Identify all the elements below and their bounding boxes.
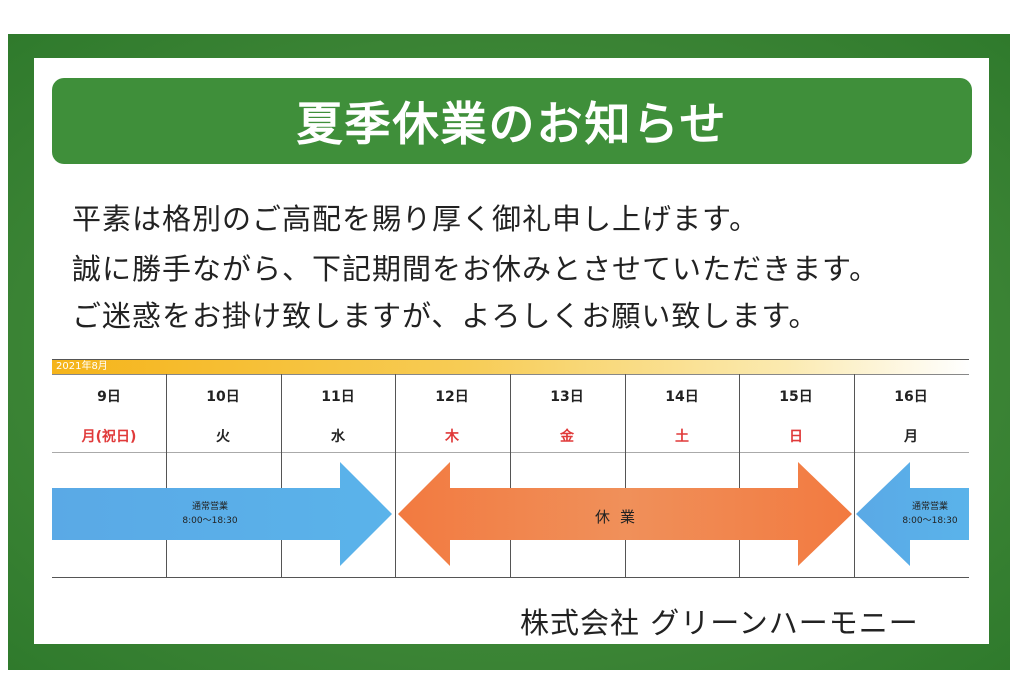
day-weekday: 木 (445, 429, 459, 445)
month-header-bar (52, 360, 969, 374)
calendar-top-border (52, 359, 969, 360)
day-date: 9日 (97, 389, 121, 405)
month-label: 2021年8月 (56, 361, 108, 372)
page-title: 夏季休業のお知らせ (296, 97, 728, 151)
open-arrow-right (856, 462, 969, 566)
day-weekday: 水 (331, 429, 345, 445)
open-label-text: 通常営業 (911, 502, 948, 512)
day-date: 11日 (321, 389, 355, 405)
day-weekday: 土 (675, 429, 689, 445)
column-divider (854, 374, 855, 577)
day-date: 14日 (665, 389, 699, 405)
day-date: 15日 (779, 389, 813, 405)
calendar-bottom-border (52, 577, 969, 578)
day-weekday: 金 (560, 429, 574, 445)
message-line-3: ご迷惑をお掛け致しますが、よろしくお願い致します。 (72, 299, 819, 333)
column-divider (739, 374, 740, 577)
column-divider (395, 374, 396, 577)
open-hours-text: 8:00～18:30 (902, 516, 958, 526)
day-date: 12日 (435, 389, 469, 405)
open-hours-text: 8:00～18:30 (182, 516, 238, 526)
day-weekday: 日 (789, 429, 803, 445)
title-banner: 夏季休業のお知らせ (52, 78, 972, 164)
closed-label: 休業 (594, 508, 645, 526)
column-divider (166, 374, 167, 577)
day-date: 16日 (894, 389, 928, 405)
column-divider (510, 374, 511, 577)
column-divider (625, 374, 626, 577)
open-label-right: 通常営業 8:00～18:30 (880, 500, 980, 528)
day-weekday: 月 (904, 429, 918, 445)
message-line-1: 平素は格別のご高配を賜り厚く御礼申し上げます。 (72, 202, 760, 236)
day-date: 10日 (206, 389, 240, 405)
message-line-2: 誠に勝手ながら、下記期間をお休みとさせていただきます。 (72, 252, 880, 286)
closed-arrow (398, 462, 852, 566)
day-weekday: 火 (216, 429, 230, 445)
open-label-left: 通常営業 8:00～18:30 (160, 500, 260, 528)
company-name: 株式会社 グリーンハーモニー (520, 606, 919, 640)
day-date: 13日 (550, 389, 584, 405)
day-weekday: 月(祝日) (81, 429, 137, 445)
open-arrow-left (52, 462, 392, 566)
column-divider (281, 374, 282, 577)
open-label-text: 通常営業 (191, 502, 228, 512)
